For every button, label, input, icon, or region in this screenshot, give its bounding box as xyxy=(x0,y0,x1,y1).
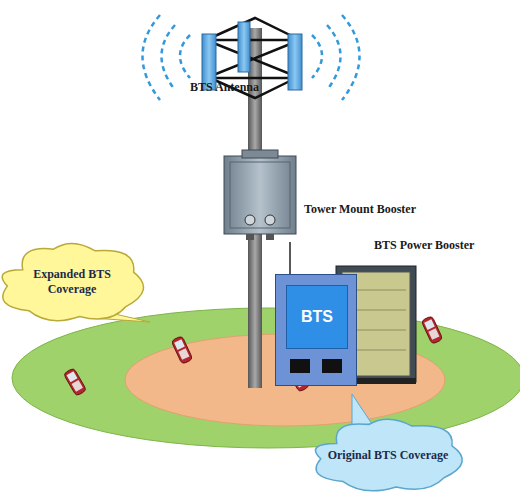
cabinet-slot xyxy=(322,359,342,373)
callout-cloud: Original BTS Coverage xyxy=(308,417,468,493)
booster-box xyxy=(222,150,298,242)
antenna-label: BTS Antenna xyxy=(190,80,259,95)
cable xyxy=(289,242,291,274)
power-booster-label: BTS Power Booster xyxy=(374,238,474,253)
booster-label: Tower Mount Booster xyxy=(304,202,416,217)
cabinet-slot xyxy=(290,359,310,373)
cloud-text: Original BTS Coverage xyxy=(326,448,450,463)
cloud-text: Expanded BTS Coverage xyxy=(13,267,131,297)
cabinet-screen: BTS xyxy=(286,285,348,349)
bts-cabinet: BTS xyxy=(275,274,357,386)
tower-mount-booster: Tower Mount Booster xyxy=(222,150,298,242)
callout-cloud: Expanded BTS Coverage xyxy=(0,241,149,323)
cabinet-label: BTS xyxy=(301,308,333,326)
